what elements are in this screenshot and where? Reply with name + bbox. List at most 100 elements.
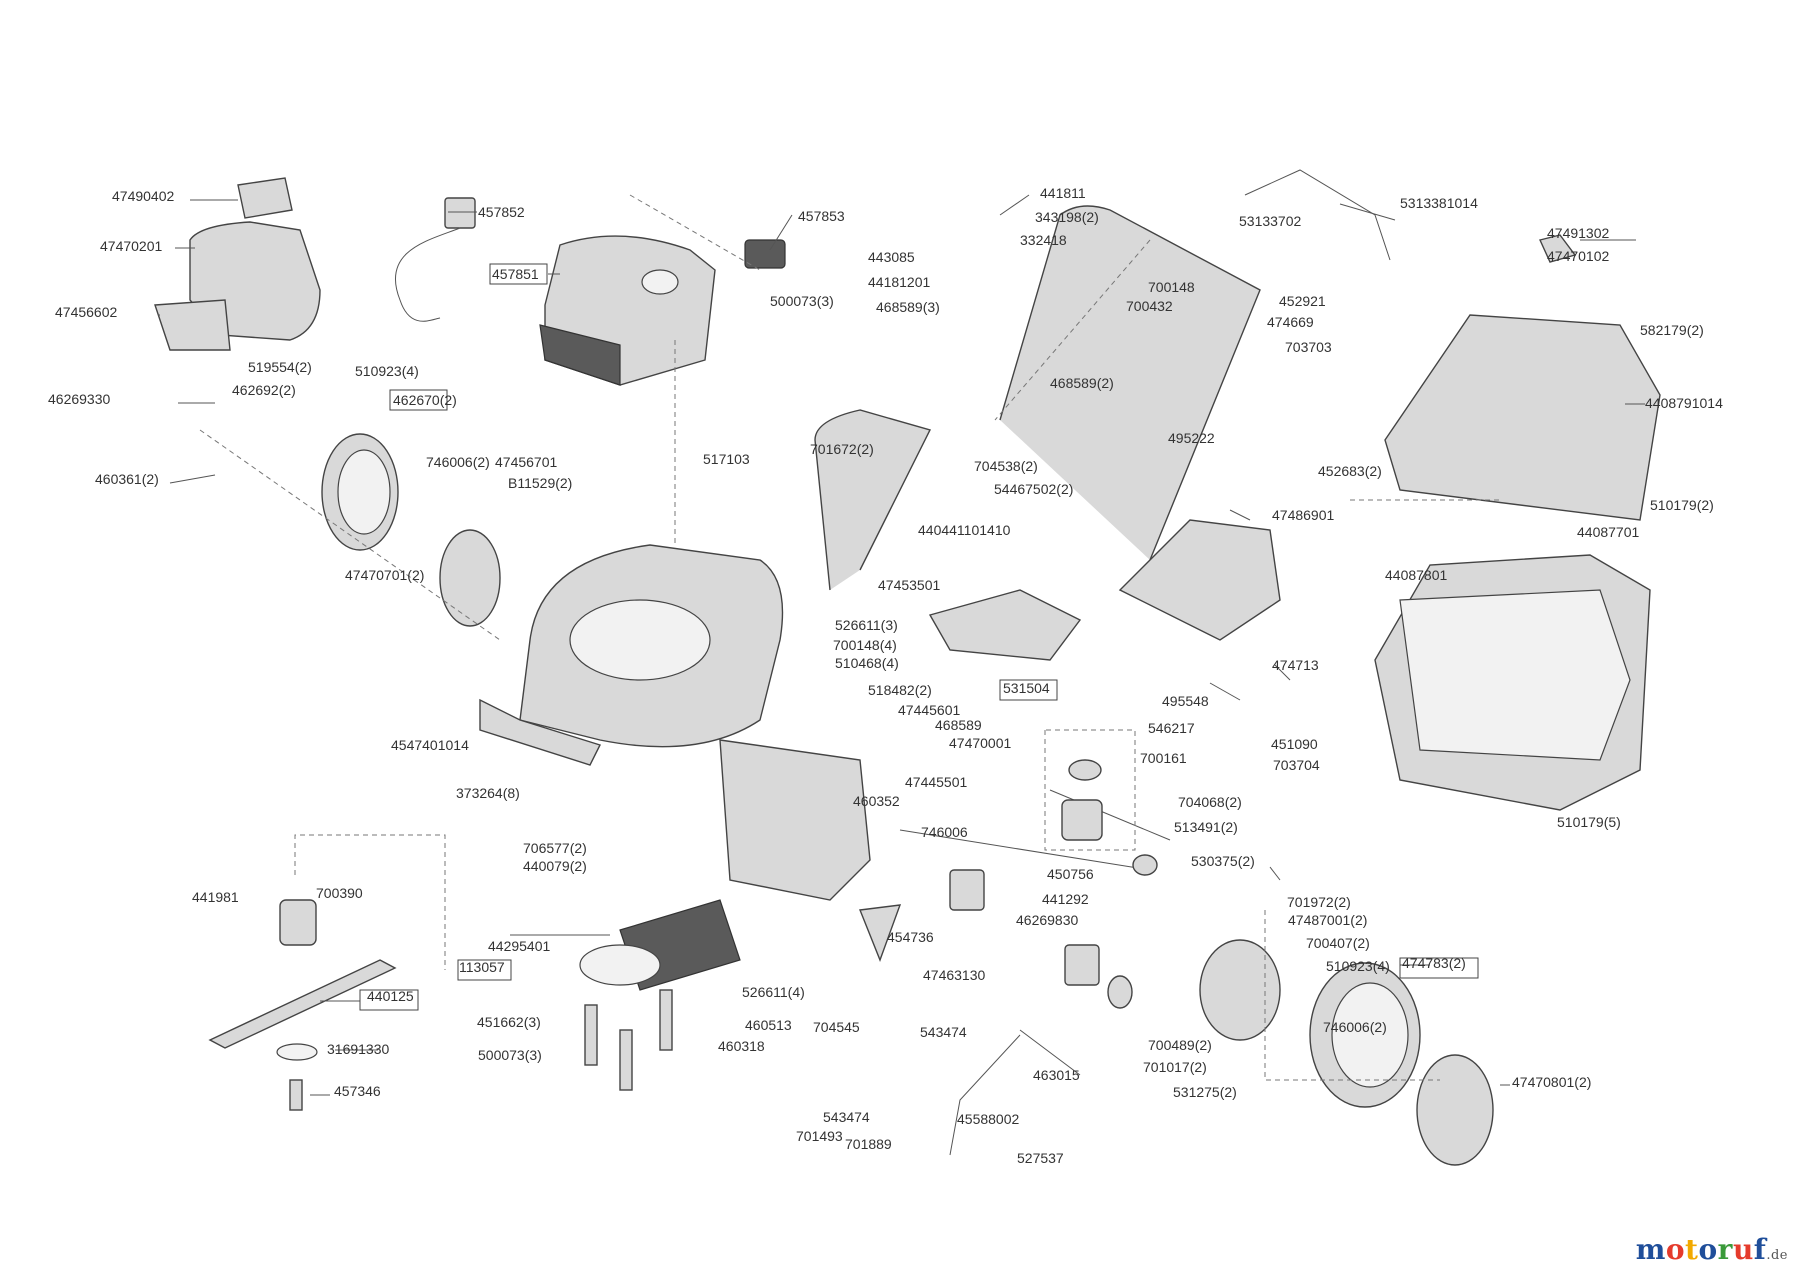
part-number-label: 47486901 [1272,507,1335,523]
part-number-label: 700148(4) [833,637,897,653]
logo-suffix: .de [1766,1248,1788,1263]
part-number-label: 510923(4) [355,363,419,379]
part-number-label: 704538(2) [974,458,1038,474]
part-number-label: 706577(2) [523,840,587,856]
part-number-label: 53133702 [1239,213,1302,229]
part-number-label: 460318 [718,1038,765,1054]
part-number-label: 700161 [1140,750,1187,766]
part-number-label: 543474 [823,1109,870,1125]
part-number-label: 44087801 [1385,567,1448,583]
part-number-label: 495548 [1162,693,1209,709]
part-number-label: 47490402 [112,188,175,204]
part-number-label: 457852 [478,204,525,220]
logo-letter: f [1753,1233,1767,1266]
part-number-label: 543474 [920,1024,967,1040]
part-number-label: 701672(2) [810,441,874,457]
logo-letter: o [1665,1233,1686,1266]
part-number-label: 531275(2) [1173,1084,1237,1100]
blade-part-shape [208,899,397,1111]
wheel-part-shape [321,433,1494,1166]
part-number-label: 47456701 [495,454,558,470]
part-number-label: 462670(2) [393,392,457,408]
part-number-label: 441292 [1042,891,1089,907]
part-number-label: 474713 [1272,657,1319,673]
basket-cover-part-shape [928,519,1281,661]
part-number-label: 47470701(2) [345,567,424,583]
part-number-label: 46269830 [1016,912,1079,928]
part-number-label: 460361(2) [95,471,159,487]
part-number-label: 704068(2) [1178,794,1242,810]
part-number-label: 746006 [921,824,968,840]
part-number-label: 452683(2) [1318,463,1382,479]
part-number-label: 47453501 [878,577,941,593]
part-number-label: 47456602 [55,304,118,320]
spring-part-shape [584,989,673,1091]
part-number-label: 45588002 [957,1111,1020,1127]
logo-brand: motoruf [1636,1233,1767,1266]
part-number-label: 4547401014 [391,737,469,753]
part-number-label: 454736 [887,929,934,945]
part-number-label: 527537 [1017,1150,1064,1166]
logo-letter: t [1685,1233,1699,1266]
part-number-label: 468589(2) [1050,375,1114,391]
part-number-label: 704545 [813,1019,860,1035]
part-number-label: 47487001(2) [1288,912,1367,928]
part-number-label: 440125 [367,988,414,1004]
part-number-label: 500073(3) [478,1047,542,1063]
part-number-label: 373264(8) [456,785,520,801]
part-number-label: 47445501 [905,774,968,790]
part-number-label: 460513 [745,1017,792,1033]
part-number-label: 500073(3) [770,293,834,309]
chute-part-shape [579,739,871,991]
part-number-label: 460352 [853,793,900,809]
part-number-label: 746006(2) [426,454,490,470]
part-number-label: 703703 [1285,339,1332,355]
part-number-label: 510923(4) [1326,958,1390,974]
part-number-label: 47491302 [1547,225,1610,241]
part-number-label: 510179(2) [1650,497,1714,513]
part-number-label: 510468(4) [835,655,899,671]
part-number-label: 468589 [935,717,982,733]
part-labels: 47490402 47470201 47456602 46269330 460361(2… [48,185,1723,1166]
part-number-label: 510179(5) [1557,814,1621,830]
part-number-label: 457346 [334,1083,381,1099]
part-number-label: 54467502(2) [994,481,1073,497]
part-number-label: 440441101410 [918,522,1011,538]
part-number-label: 701017(2) [1143,1059,1207,1075]
part-number-label: 468589(3) [876,299,940,315]
part-number-label: 47470102 [1547,248,1610,264]
part-number-label: 517103 [703,451,750,467]
grassbox-part-shape [1374,234,1661,811]
part-number-label: 47445601 [898,702,961,718]
deck-part-shape [479,544,784,766]
part-number-label: 700407(2) [1306,935,1370,951]
part-number-label: 530375(2) [1191,853,1255,869]
part-number-label: 457853 [798,208,845,224]
part-number-label: 526611(3) [835,617,898,633]
part-number-label: 343198(2) [1035,209,1099,225]
part-number-label: 457851 [492,266,539,282]
part-number-label: B11529(2) [508,475,572,491]
logo-letter: o [1698,1233,1718,1266]
part-number-label: 700390 [316,885,363,901]
part-number-label: 451662(3) [477,1014,541,1030]
axle-part-shape [899,759,1171,1009]
part-number-label: 531504 [1003,680,1050,696]
part-number-label: 526611(4) [742,984,805,1000]
handle-part-shape [814,169,1391,591]
part-number-label: 44295401 [488,938,551,954]
part-number-label: 46269330 [48,391,111,407]
part-number-label: 474783(2) [1402,955,1466,971]
logo-letter: m [1635,1233,1666,1266]
part-number-label: 700489(2) [1148,1037,1212,1053]
part-number-label: 4408791014 [1645,395,1723,411]
part-number-label: 47470201 [100,238,163,254]
part-number-label: 47470801(2) [1512,1074,1591,1090]
logo-letter: r [1717,1233,1733,1266]
logo-letter: u [1732,1233,1754,1266]
part-number-label: 441811 [1040,185,1086,201]
boxed-label-frames [359,263,1479,1011]
part-number-label: 701493 [796,1128,843,1144]
part-number-label: 113057 [459,959,505,975]
